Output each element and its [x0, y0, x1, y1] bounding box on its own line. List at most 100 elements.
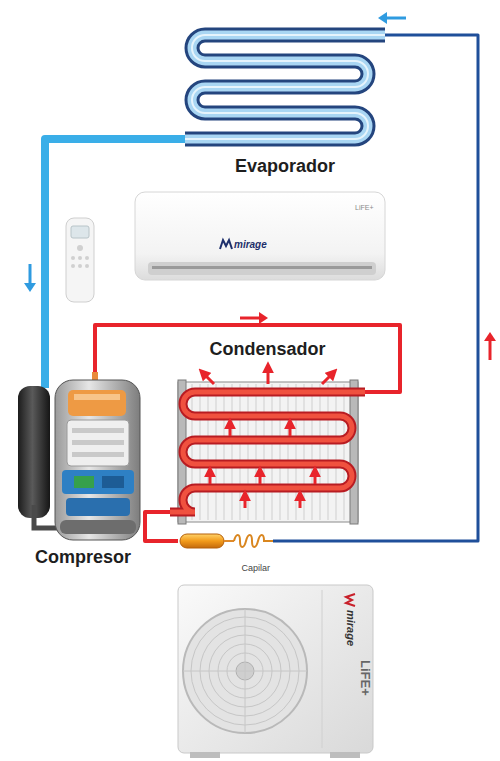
condenser-coil-part-part: [289, 422, 292, 436]
condenser-coil-part: [192, 384, 344, 520]
remote-control-part: [66, 218, 94, 302]
indoor-unit-part: [148, 262, 376, 275]
compressor-illustration-part: [74, 476, 94, 488]
outdoor-unit-part: [346, 594, 355, 606]
condenser-coil-part-part: [259, 470, 262, 484]
indoor-unit-part: [152, 266, 372, 269]
refrigerant-pipe: [95, 325, 400, 392]
flow-arrow-shaft: [240, 317, 262, 320]
flow-arrow: [484, 332, 496, 360]
condenser-coil-part-part: [224, 384, 225, 520]
compressor-illustration-part: [68, 390, 126, 416]
flow-arrow: [378, 12, 406, 24]
condenser-coil-part: [170, 392, 365, 512]
brand-logo: mirage: [345, 610, 356, 646]
compressor-illustration-part: [60, 520, 136, 534]
condenser-coil-part-part: [328, 384, 329, 520]
condenser-coil-part-part: [299, 494, 302, 508]
flow-arrow: [24, 264, 36, 292]
evaporator-coil-part: [185, 35, 385, 139]
outdoor-unit-part: [183, 609, 307, 733]
condenser-node: Condensador: [170, 340, 365, 530]
indoor-unit-part: [135, 192, 385, 280]
condenser-coil-part-part: [200, 384, 201, 520]
condenser-coil-part-part: [336, 384, 337, 520]
refrigerant-pipe: [45, 139, 185, 372]
compressor-illustration: [18, 372, 140, 540]
indoor-unit-part: [220, 240, 232, 249]
condenser-coil-part: [350, 380, 358, 524]
capillary-illustration-part: [180, 534, 224, 548]
compressor-illustration-part: [72, 452, 124, 457]
node-label: Condensador: [209, 340, 325, 360]
remote-control-part: [85, 264, 89, 268]
condenser-coil-part-part: [229, 422, 232, 436]
condenser-coil-part-part: [216, 384, 217, 520]
outdoor-unit-part: [178, 585, 373, 753]
refrigerant-pipe: [273, 35, 478, 541]
compressor-illustration-part: [66, 498, 130, 516]
evaporator-node: Evaporador: [185, 22, 385, 177]
condenser-coil-part-part: [314, 470, 317, 484]
remote-control-part: [71, 256, 75, 260]
model-logo: LiFE+: [355, 204, 373, 211]
condenser-coil-part-part: [202, 372, 214, 384]
condenser-coil-part-part: [256, 384, 257, 520]
condenser-coil-part-part: [288, 384, 289, 520]
capillary-illustration-part: [224, 540, 234, 542]
remote-control-part: [85, 256, 89, 260]
remote-control-part: [77, 245, 83, 251]
capillary-node: Capilar: [178, 530, 273, 574]
compressor-illustration-part: [67, 420, 129, 466]
remote-control-part: [78, 256, 82, 260]
flow-arrow-shaft: [384, 17, 406, 20]
flow-arrow: [240, 312, 268, 324]
flow-arrow-head: [378, 12, 387, 24]
compressor-node: Compresor: [8, 372, 158, 568]
condenser-coil-part: [178, 382, 358, 522]
outdoor-unit-part: [245, 609, 246, 733]
condenser-coil-part-part: [296, 384, 297, 520]
compressor-illustration-part: [55, 380, 140, 540]
outdoor-unit: [178, 585, 373, 758]
outdoor-unit-part: [190, 752, 220, 758]
compressor-illustration-part: [72, 428, 124, 433]
flow-arrow-head: [24, 283, 36, 292]
flow-arrow-shaft: [489, 338, 492, 360]
remote-control-part: [71, 226, 89, 238]
condenser-coil-part-part: [208, 384, 209, 520]
condenser-coil-part-part: [304, 384, 305, 520]
outdoor-unit-part: [322, 590, 323, 748]
flow-arrow-head: [259, 312, 268, 324]
condenser-coil-part-part: [267, 366, 270, 384]
remote-control-part: [78, 264, 82, 268]
condenser-coil: [170, 366, 365, 524]
condenser-coil-part-part: [344, 384, 345, 520]
condenser-coil-part-part: [322, 372, 334, 384]
condenser-coil-part-part: [192, 384, 193, 520]
condenser-coil-part-part: [248, 384, 249, 520]
compressor-illustration-part: [102, 476, 124, 488]
compressor-illustration-part: [18, 386, 50, 518]
model-logo: LiFE+: [359, 660, 372, 696]
remote-control-part: [71, 264, 75, 268]
compressor-illustration-part: [62, 470, 134, 494]
remote-control: [66, 218, 94, 302]
condenser-coil-part-part: [232, 384, 233, 520]
evaporator-coil-part: [185, 35, 385, 139]
capillary-illustration: [180, 534, 273, 548]
flow-arrow-head: [484, 332, 496, 341]
condenser-coil-part-part: [272, 384, 273, 520]
capillary-illustration-part: [234, 535, 273, 547]
condenser-coil-part-part: [240, 384, 241, 520]
condenser-coil-part-part: [312, 384, 313, 520]
condenser-coil-part-part: [244, 494, 247, 508]
outdoor-unit-part: [330, 752, 360, 758]
compressor-illustration-part: [41, 372, 49, 388]
brand-logo: mirage: [234, 240, 267, 250]
refrigerant-pipe: [145, 512, 178, 541]
